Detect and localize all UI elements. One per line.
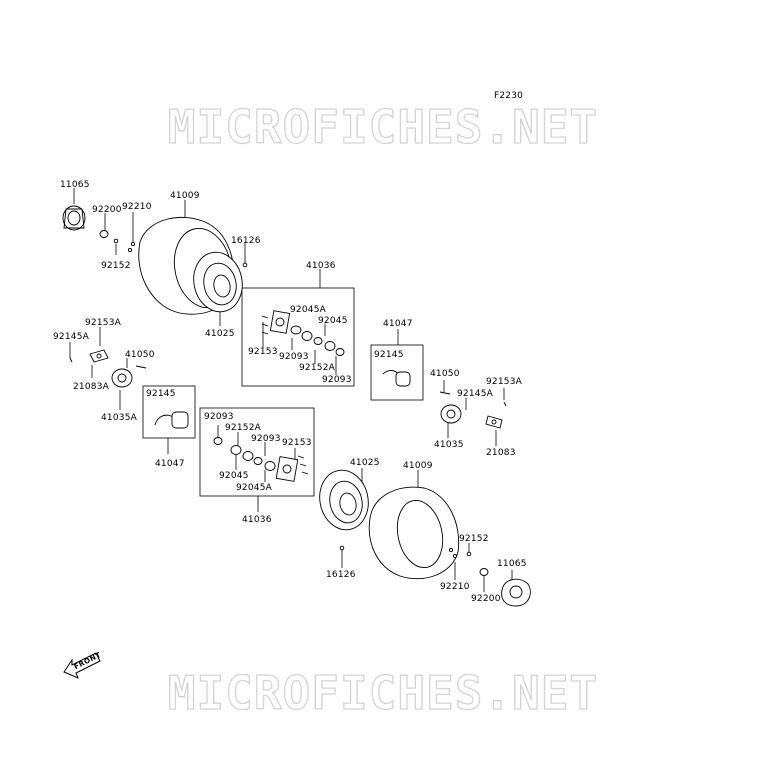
part-label-92153-lower: 92153 (282, 438, 312, 448)
front-arrow-icon (63, 652, 101, 679)
part-label-92210-lower: 92210 (440, 582, 470, 592)
part-label-92093-top-2: 92093 (322, 375, 352, 385)
part-label-92145-left: 92145 (146, 389, 176, 399)
part-label-41036-lower: 41036 (242, 515, 272, 525)
part-label-92153A-right: 92153A (486, 377, 522, 387)
part-label-92153A-left: 92153A (85, 318, 121, 328)
part-label-92145A-left: 92145A (53, 332, 89, 342)
part-label-11065-top: 11065 (60, 180, 90, 190)
part-label-92045A-top: 92045A (290, 305, 326, 315)
part-label-41050-right: 41050 (430, 369, 460, 379)
part-label-21083-right: 21083 (486, 448, 516, 458)
watermark-bottom: MICROFICHES.NET (167, 665, 599, 720)
part-label-92153-top: 92153 (248, 347, 278, 357)
part-label-92093-lower-2: 92093 (251, 434, 281, 444)
part-label-41035A-left: 41035A (101, 413, 137, 423)
part-label-92093-lower: 92093 (204, 412, 234, 422)
part-label-41025-lower: 41025 (350, 458, 380, 468)
part-label-92152-lower: 92152 (459, 534, 489, 544)
part-label-92045-lower: 92045 (219, 471, 249, 481)
part-label-16126-top: 16126 (231, 236, 261, 246)
part-label-92152A-top: 92152A (299, 363, 335, 373)
part-label-92152-top: 92152 (101, 261, 131, 271)
part-label-16126-lower: 16126 (326, 570, 356, 580)
part-label-41050-left: 41050 (125, 350, 155, 360)
part-label-41047-top: 41047 (383, 319, 413, 329)
watermark-top: MICROFICHES.NET (167, 99, 599, 154)
part-label-92152A-lower: 92152A (225, 423, 261, 433)
part-label-11065-lower: 11065 (497, 559, 527, 569)
part-label-92145-top: 92145 (374, 350, 404, 360)
part-label-92200-lower: 92200 (471, 594, 501, 604)
part-label-41009-top: 41009 (170, 191, 200, 201)
part-label-92045A-lower: 92045A (236, 483, 272, 493)
part-label-92145A-right: 92145A (457, 389, 493, 399)
part-label-92093-top: 92093 (279, 352, 309, 362)
part-label-21083A-left: 21083A (73, 382, 109, 392)
part-label-41047-left: 41047 (155, 459, 185, 469)
part-label-41035-right: 41035 (434, 440, 464, 450)
part-label-92210-top: 92210 (122, 202, 152, 212)
part-label-41009-lower: 41009 (403, 461, 433, 471)
part-label-92045-top: 92045 (318, 316, 348, 326)
part-label-41025-top: 41025 (205, 329, 235, 339)
part-label-92200-top: 92200 (92, 205, 122, 215)
figure-code: F2230 (494, 91, 524, 101)
part-label-41036-top: 41036 (306, 261, 336, 271)
